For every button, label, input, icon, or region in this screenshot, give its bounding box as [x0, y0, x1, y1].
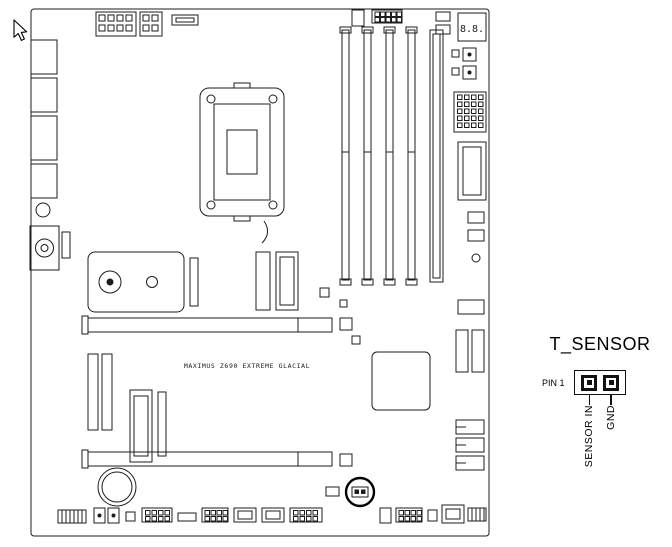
top-edge-connectors [351, 9, 451, 35]
pin-contact [608, 380, 614, 385]
leader-line-sensor-in [588, 395, 590, 405]
dimm-slots [339, 26, 444, 286]
label-gnd: GND [605, 405, 617, 430]
qcode-value: 8.8. [460, 24, 484, 35]
pcie-slot-2 [81, 449, 353, 469]
cmos-battery [97, 467, 137, 507]
label-sensor-in: SENSOR IN [583, 405, 595, 468]
pin1-label: PIN 1 [542, 378, 565, 388]
board-name-text: MAXIMUS Z690 EXTREME GLACIAL [184, 362, 310, 370]
cpu-socket [199, 82, 285, 244]
cpu-power-connectors [95, 11, 199, 37]
highlight-circle [344, 476, 376, 508]
pin-gnd [603, 374, 619, 391]
bottom-edge-connectors [57, 486, 487, 524]
t-sensor-callout: T_SENSOR PIN 1 SENSOR IN GND [528, 330, 672, 547]
pin-contact [586, 380, 592, 385]
cursor-icon [13, 19, 28, 41]
leader-line-gnd [610, 395, 612, 405]
qcode-debug-led: 8.8. [457, 12, 487, 42]
m2-slots-lower [87, 353, 167, 463]
callout-title: T_SENSOR [549, 334, 651, 354]
rear-io-ports [29, 39, 71, 271]
t-sensor-connector-diagram [574, 370, 626, 395]
mid-board-connectors [255, 251, 361, 345]
t-sensor-header-location [351, 486, 369, 498]
pin-sensor-in [581, 374, 597, 391]
board-outline [30, 8, 490, 537]
right-edge-connectors [451, 47, 487, 471]
chipset [371, 351, 431, 411]
m2-heatsink [87, 251, 199, 313]
pcie-slot-1 [81, 315, 353, 335]
motherboard-diagram: 8.8. [13, 8, 490, 537]
